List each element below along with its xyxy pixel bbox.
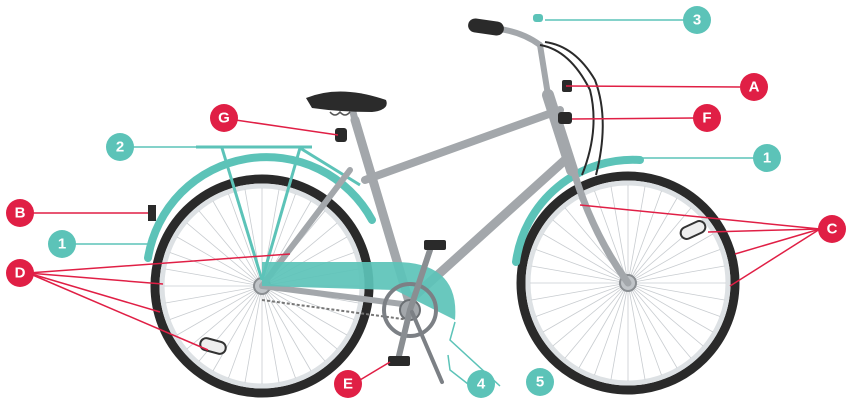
- bell-icon: [533, 14, 543, 22]
- svg-text:2: 2: [116, 139, 124, 156]
- lower-pedal-icon: [388, 356, 410, 366]
- svg-text:3: 3: [693, 12, 701, 29]
- brake-light-icon: [558, 112, 572, 124]
- svg-text:4: 4: [477, 376, 486, 393]
- svg-text:D: D: [15, 265, 26, 282]
- svg-text:5: 5: [536, 374, 544, 391]
- callout-3: 3: [683, 6, 711, 34]
- svg-text:B: B: [15, 205, 26, 222]
- svg-text:A: A: [749, 79, 760, 96]
- upper-pedal-icon: [424, 240, 446, 250]
- kickstand: [412, 312, 442, 382]
- callout-a: A: [740, 73, 768, 101]
- callout-e: E: [334, 370, 362, 398]
- svg-text:E: E: [343, 376, 353, 393]
- callout-b: B: [6, 199, 34, 227]
- handlebar: [467, 14, 603, 175]
- callout-5: 5: [526, 368, 554, 396]
- callout-1-front: 1: [753, 144, 781, 172]
- callout-d: D: [6, 259, 34, 287]
- callout-f: F: [693, 104, 721, 132]
- callout-c: C: [818, 215, 846, 243]
- callout-2: 2: [106, 133, 134, 161]
- rear-reflector-icon: [148, 205, 156, 221]
- callout-g: G: [210, 104, 238, 132]
- svg-text:G: G: [218, 110, 230, 127]
- callout-1-rear: 1: [48, 230, 76, 258]
- svg-text:1: 1: [763, 150, 771, 167]
- callout-4: 4: [467, 370, 495, 398]
- saddle: [306, 91, 387, 112]
- svg-text:C: C: [827, 221, 838, 238]
- svg-text:1: 1: [58, 236, 66, 253]
- svg-text:F: F: [702, 110, 711, 127]
